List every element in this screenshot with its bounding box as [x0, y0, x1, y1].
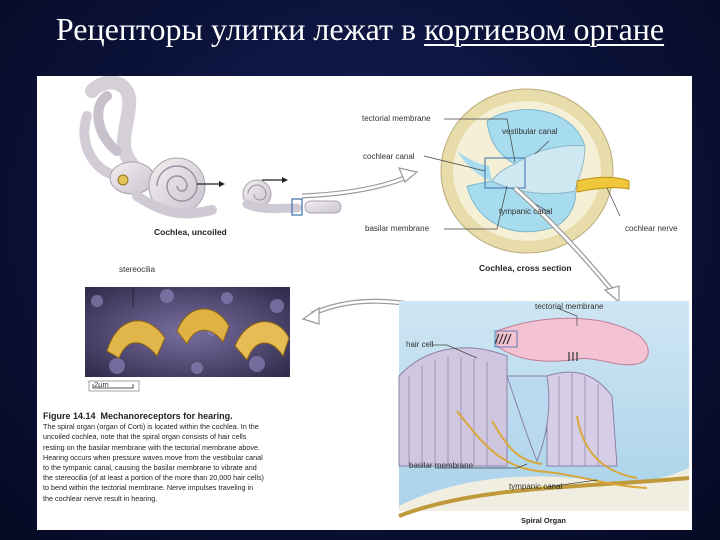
cross-section-leaders [423, 118, 621, 230]
figure-caption: Figure 14.14 Mechanoreceptors for hearin… [43, 411, 373, 504]
spiral-organ-illustration [398, 301, 690, 518]
caption-line: to bend within the tectorial membrane. N… [43, 483, 254, 493]
label-tectorial-membrane: tectorial membrane [362, 114, 431, 123]
label-vestibular-canal: vestibular canal [502, 127, 558, 136]
caption-cochlea-uncoiled: Cochlea, uncoiled [154, 227, 227, 237]
figure-title: Mechanoreceptors for hearing. [100, 411, 233, 421]
caption-line: the cochlear nerve result in hearing. [43, 493, 158, 503]
slide-title: Рецепторы улитки лежат в кортиевом орган… [0, 0, 720, 62]
label-basilar-membrane: basilar membrane [365, 224, 430, 233]
caption-spiral-organ: Spiral Organ [521, 516, 567, 525]
caption-line: resting on the basilar membrane with the… [43, 442, 260, 452]
caption-line: Hearing occurs when pressure waves move … [43, 452, 263, 462]
uncoiling-cochlea [197, 177, 342, 216]
label-cochlear-nerve: cochlear nerve [625, 224, 678, 233]
label-hair-cell: hair cell [406, 340, 434, 349]
caption-line: to the tympanic canal, causing the basil… [43, 463, 257, 473]
label-tectorial-membrane-organ: tectorial membrane [535, 302, 604, 311]
sem-micrograph [85, 287, 290, 392]
label-basilar-membrane-organ: basilar membrane [409, 461, 474, 470]
caption-line: the stereocilia (of at least a portion o… [43, 473, 264, 483]
caption-line: uncoiled cochlea, note that the spiral o… [43, 432, 247, 442]
cochlea-cross-section [440, 88, 630, 254]
label-stereocilia: stereocilia [119, 265, 156, 274]
caption-line: The spiral organ (organ of Corti) is loc… [43, 422, 259, 432]
inner-ear-illustration [79, 76, 217, 219]
spiral-organ-leaders [432, 307, 598, 488]
title-underlined-term: кортиевом органе [424, 11, 665, 47]
textbook-figure: tectorial membrane vestibular canal coch… [37, 76, 692, 530]
figure-caption-heading: Figure 14.14 Mechanoreceptors for hearin… [43, 411, 373, 421]
label-tympanic-canal: tympanic canal [499, 207, 553, 216]
figure-illustrations [79, 76, 690, 518]
figure-number: Figure 14.14 [43, 411, 96, 421]
label-tympanic-canal-organ: tympanic canal [509, 482, 563, 491]
label-scale-bar: 2µm [94, 380, 109, 389]
title-text: Рецепторы улитки лежат в [55, 11, 425, 47]
label-cochlear-canal: cochlear canal [363, 152, 415, 161]
caption-cochlea-cross-section: Cochlea, cross section [479, 263, 572, 273]
